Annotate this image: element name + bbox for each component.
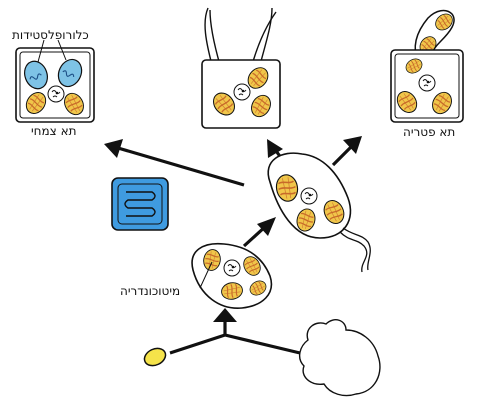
cyanobacterium [111, 177, 169, 231]
chloroplasts-label: כלורופלסטידות [12, 28, 89, 42]
merge-arrow [169, 308, 301, 355]
nucleus-icon [418, 74, 436, 92]
arrow-to-fungus-cell [331, 136, 362, 167]
nucleus-icon [47, 85, 65, 103]
animal-cell [201, 7, 281, 129]
arrow-to-flagellate [242, 217, 276, 248]
host-cell-amoeba [298, 319, 381, 397]
fungus-cell-label: תא פטריה [403, 125, 456, 139]
flagellate-cell [267, 152, 371, 273]
plant-cell-label: תא צמחי [31, 124, 77, 138]
arrow-to-plant-cell [104, 139, 245, 187]
mitochondria-label: מיטוכונדריה [120, 284, 181, 298]
early-eukaryote-cell [191, 242, 273, 309]
nucleus-icon [300, 187, 318, 205]
plant-cell [15, 39, 95, 123]
fungus-cell [390, 9, 464, 123]
aerobic-bacterium [143, 347, 167, 367]
nucleus-icon [233, 83, 251, 101]
nucleus-icon [223, 259, 241, 277]
